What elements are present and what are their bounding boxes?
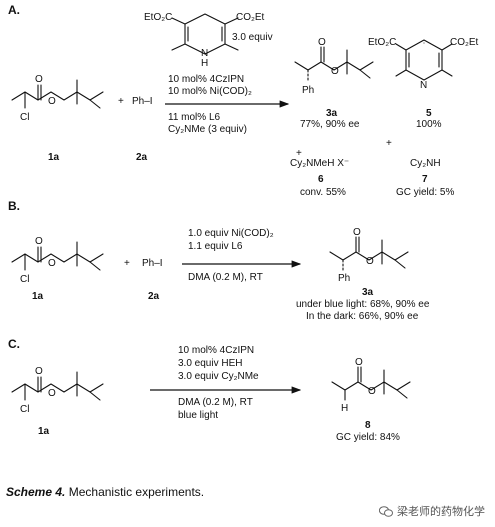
panel-a-label: A. (8, 3, 20, 17)
condition-c-5: blue light (178, 410, 218, 421)
compound-2a-label-a: 2a (136, 152, 148, 163)
condition-a-3: 11 mol% L6 (168, 112, 221, 123)
phenyl-iodide-b: Ph–I (142, 258, 163, 269)
product-8-structure (331, 366, 411, 401)
product-8-yield: GC yield: 84% (336, 432, 400, 443)
condition-c-4: DMA (0.2 M), RT (178, 397, 253, 408)
product-8-label: 8 (365, 420, 371, 431)
plus-products-a: + (386, 138, 392, 149)
condition-b-3: DMA (0.2 M), RT (188, 272, 263, 283)
pyridine-ester-left: EtO₂C (368, 37, 396, 48)
heh-ester-right: CO₂Et (236, 12, 265, 23)
chlorine-1a-a: Cl (20, 112, 29, 123)
product-5-label: 5 (426, 108, 432, 119)
product-7-formula: Cy₂NH (410, 158, 441, 169)
caption-text: Mechanistic experiments. (68, 485, 205, 499)
ester-oxygen-8: O (368, 386, 376, 397)
compound-1a-structure-b (11, 241, 104, 271)
compound-1a-label-b: 1a (32, 291, 44, 302)
panel-a: A. EtO₂C CO₂Et N H 3.0 equiv O O Cl (8, 3, 479, 198)
oxygen-1a-a: O (35, 74, 43, 85)
ester-oxygen-1a-c: O (48, 388, 56, 399)
product-5-yield: 100% (416, 119, 442, 130)
product-7-yield: GC yield: 5% (396, 187, 454, 198)
product-6-yield: conv. 55% (300, 187, 346, 198)
ester-oxygen-1a-a: O (48, 96, 56, 107)
watermark-text: 梁老师的药物化学 (397, 505, 485, 518)
oxygen-3a-a: O (318, 37, 326, 48)
plus-a: + (118, 96, 124, 107)
product-3a-label-b: 3a (362, 287, 374, 298)
oxygen-1a-b: O (35, 236, 43, 247)
product-5-structure (395, 39, 453, 81)
caption-label: Scheme 4. (6, 485, 66, 499)
compound-1a-label-c: 1a (38, 426, 50, 437)
phenyl-iodide-a: Ph–I (132, 96, 153, 107)
plus-b: + (124, 258, 130, 269)
product-3a-label-a: 3a (326, 108, 338, 119)
condition-b-1: 1.0 equiv Ni(COD)₂ (188, 228, 274, 239)
compound-1a-structure-a (11, 79, 104, 109)
condition-a-1: 10 mol% 4CzIPN (168, 74, 244, 85)
compound-1a-structure-c (11, 371, 104, 401)
product-3a-structure-b (329, 236, 409, 271)
condition-a-4: Cy₂NMe (3 equiv) (168, 124, 247, 135)
result-dark: In the dark: 66%, 90% ee (306, 311, 419, 322)
hydrogen-8: H (341, 403, 348, 414)
product-6-plus: + (296, 148, 302, 159)
oxygen-1a-c: O (35, 366, 43, 377)
hantzsch-ester-structure (171, 13, 239, 55)
pyridine-n: N (420, 80, 427, 91)
ester-oxygen-3a-b: O (366, 256, 374, 267)
condition-b-2: 1.1 equiv L6 (188, 241, 243, 252)
watermark: 梁老师的药物化学 (379, 503, 485, 519)
ester-oxygen-3a-a: O (331, 66, 339, 77)
compound-2a-label-b: 2a (148, 291, 160, 302)
heh-nh: H (201, 58, 208, 69)
panel-c: C. O O Cl 1a 10 mol% 4CzIPN 3.0 equiv HE… (8, 337, 411, 443)
heh-n: N (201, 48, 208, 59)
compound-1a-label-a: 1a (48, 152, 60, 163)
product-3a-yield-a: 77%, 90% ee (300, 119, 360, 130)
phenyl-3a-b: Ph (338, 273, 350, 284)
scheme-caption: Scheme 4. Mechanistic experiments. (6, 485, 204, 499)
heh-equiv: 3.0 equiv (232, 32, 273, 43)
condition-c-3: 3.0 equiv Cy₂NMe (178, 371, 259, 382)
panel-b-label: B. (8, 199, 20, 213)
product-3a-structure-a (294, 46, 374, 83)
pyridine-ester-right: CO₂Et (450, 37, 479, 48)
product-6-formula: Cy₂NMeH X⁻ (290, 158, 349, 169)
phenyl-3a-a: Ph (302, 85, 314, 96)
condition-a-2: 10 mol% Ni(COD)₂ (168, 86, 252, 97)
oxygen-3a-b: O (353, 227, 361, 238)
panel-b: B. O O Cl 1a + Ph–I 2a 1.0 equiv Ni(COD)… (8, 199, 430, 322)
heh-ester-left: EtO₂C (144, 12, 172, 23)
condition-c-1: 10 mol% 4CzIPN (178, 345, 254, 356)
chlorine-1a-c: Cl (20, 404, 29, 415)
chlorine-1a-b: Cl (20, 274, 29, 285)
oxygen-8: O (355, 357, 363, 368)
product-7-label: 7 (422, 174, 428, 185)
panel-c-label: C. (8, 337, 20, 351)
ester-oxygen-1a-b: O (48, 258, 56, 269)
result-blue-light: under blue light: 68%, 90% ee (296, 299, 430, 310)
product-6-label: 6 (318, 174, 324, 185)
wechat-icon (379, 505, 393, 517)
condition-c-2: 3.0 equiv HEH (178, 358, 242, 369)
